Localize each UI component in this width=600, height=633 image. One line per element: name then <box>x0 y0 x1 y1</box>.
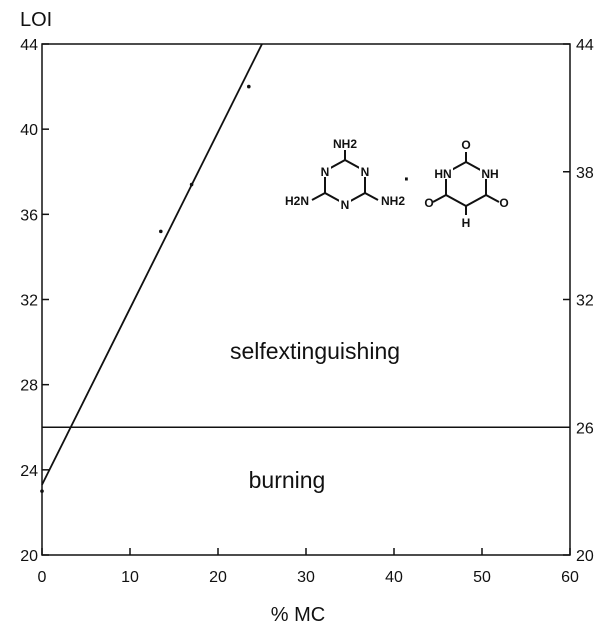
x-tick-label: 0 <box>38 569 47 586</box>
data-point <box>189 182 194 187</box>
adduct-dot: · <box>404 169 411 191</box>
y-tick-label-right: 38 <box>576 165 594 182</box>
x-tick-label: 10 <box>121 569 139 586</box>
x-tick-label: 30 <box>297 569 315 586</box>
ring-n: N <box>361 165 370 179</box>
cyanuric-acid-ring <box>432 152 500 215</box>
cyanuric-bottom-h: H <box>462 216 471 230</box>
axis-ticks: 0 10 20 30 40 50 60 20 24 28 32 36 40 44 20 26 32 38 44 <box>20 37 594 586</box>
y-tick-label-right: 26 <box>576 420 594 437</box>
region-label-selfextinguishing: selfextinguishing <box>230 338 400 364</box>
x-tick-label: 50 <box>473 569 491 586</box>
y-tick-label-left: 20 <box>20 548 38 565</box>
melamine-right-amine: NH2 <box>381 194 405 208</box>
y-tick-label-left: 28 <box>20 378 38 395</box>
data-point <box>159 229 163 234</box>
y-tick-label-left: 24 <box>20 463 38 480</box>
chart-marks <box>40 43 570 493</box>
ring-n-bg <box>339 198 351 210</box>
ring-n-bg <box>359 165 371 177</box>
y-tick-label-left: 40 <box>20 122 38 139</box>
x-tick-label: 60 <box>561 569 579 586</box>
y-tick-label-left: 44 <box>20 37 38 54</box>
ring-n: N <box>321 165 330 179</box>
fit-line <box>41 43 263 486</box>
melamine-left-amine: H2N <box>285 194 309 208</box>
y-tick-label-right: 44 <box>576 37 594 54</box>
y-tick-label-left: 36 <box>20 207 38 224</box>
y-tick-label-right: 20 <box>576 548 594 565</box>
cyanuric-left-nh: HN <box>434 167 451 181</box>
cyanuric-top-oxygen: O <box>461 138 470 152</box>
y-axis-title: LOI <box>20 9 52 31</box>
cyanuric-right-nh: NH <box>481 167 498 181</box>
cyanuric-left-oxygen: O <box>424 196 433 210</box>
melamine-cyanurate-structure: N N N NH2 H2N NH2 · O HN NH O O H <box>285 137 509 230</box>
x-tick-label: 20 <box>209 569 227 586</box>
ring-nh-bg <box>480 166 500 179</box>
data-point <box>40 489 44 493</box>
melamine-top-amine: NH2 <box>333 137 357 151</box>
ring-n-bg <box>319 165 331 177</box>
x-axis-title: % MC <box>271 604 325 626</box>
data-point <box>247 84 251 89</box>
x-tick-label: 40 <box>385 569 403 586</box>
ring-n: N <box>341 198 350 212</box>
ring-nh-bg <box>433 166 453 179</box>
region-label-burning: burning <box>249 467 326 493</box>
cyanuric-right-oxygen: O <box>499 196 508 210</box>
y-tick-label-left: 32 <box>20 293 38 310</box>
y-tick-label-right: 32 <box>576 293 594 310</box>
